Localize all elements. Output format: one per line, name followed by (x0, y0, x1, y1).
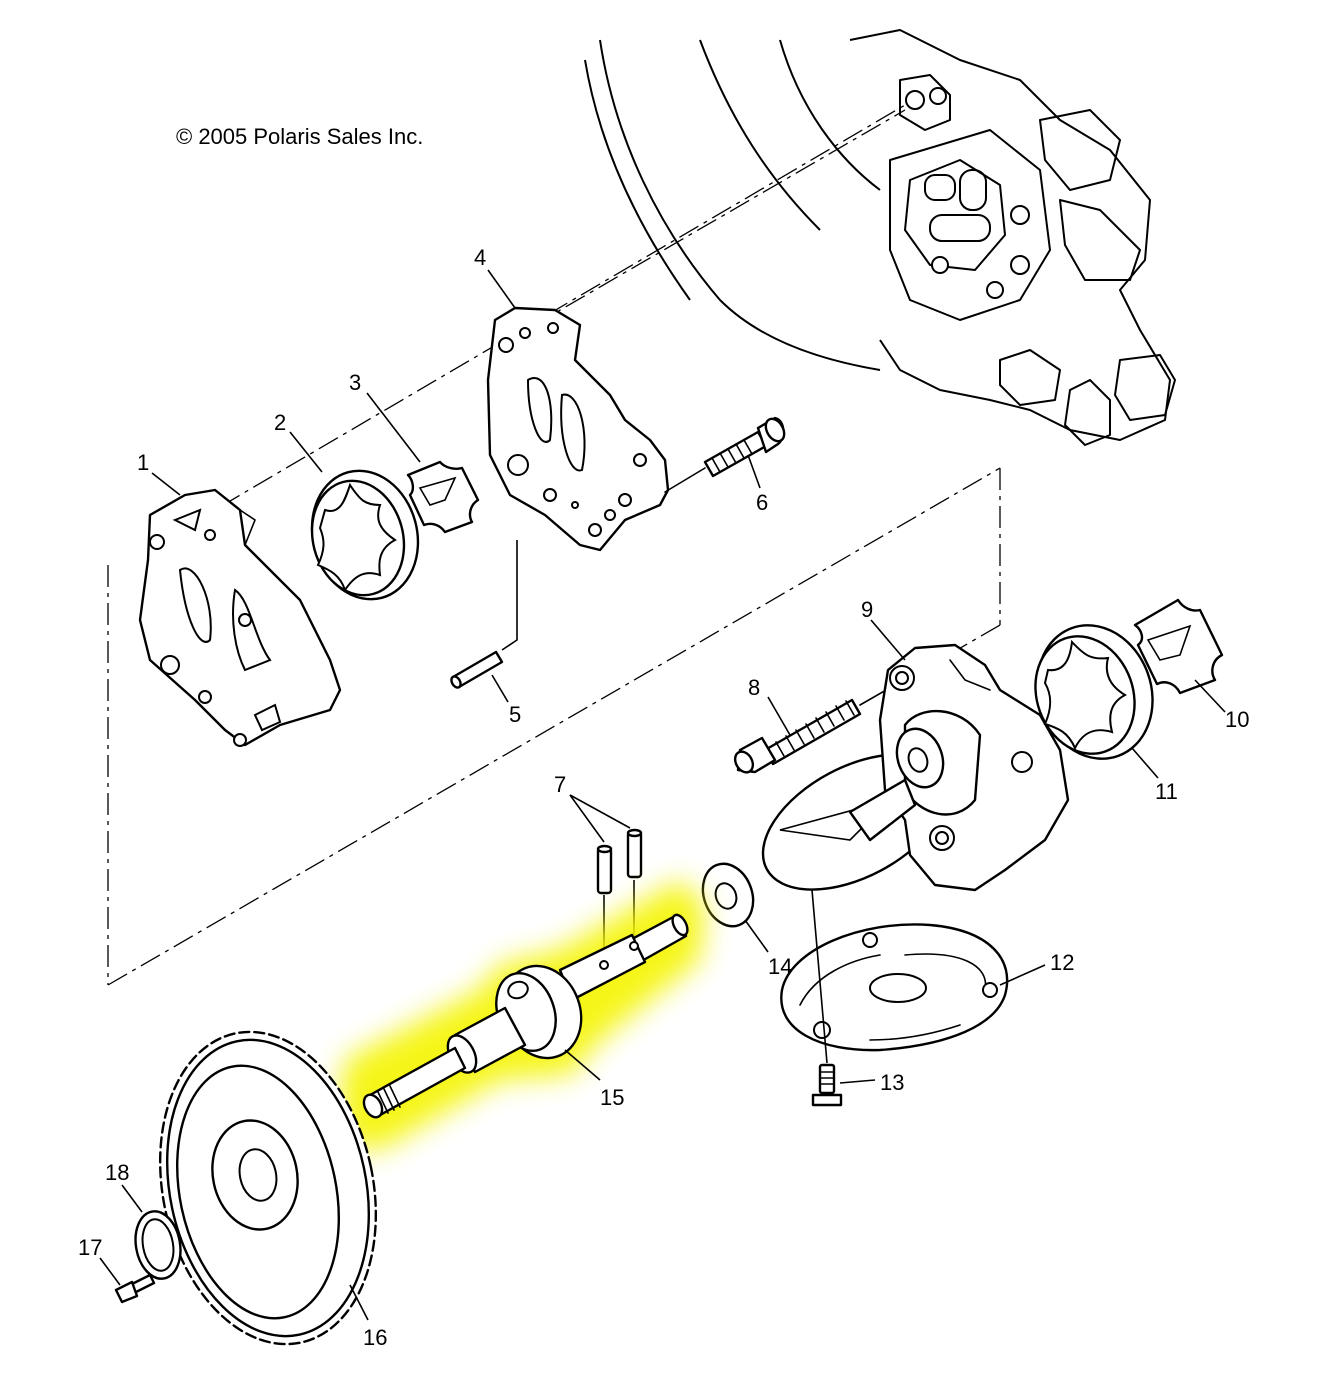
gear-part-16 (158, 1030, 378, 1346)
screw-part-13 (811, 889, 843, 1107)
callout-6: 6 (756, 490, 768, 515)
inner-rotor-part-3 (406, 460, 480, 534)
callout-18: 18 (105, 1160, 129, 1185)
callout-12: 12 (1050, 950, 1074, 975)
callout-2: 2 (274, 410, 286, 435)
callout-9: 9 (861, 597, 873, 622)
callout-11: 11 (1155, 779, 1178, 804)
callout-10: 10 (1225, 707, 1249, 732)
outer-rotor-part-11 (1034, 624, 1154, 760)
callout-labels: 1 2 3 4 5 6 7 8 9 10 11 12 13 14 15 16 1… (78, 245, 1249, 1350)
callout-1: 1 (137, 450, 149, 475)
cover-plate-part-12 (780, 923, 1009, 1052)
washer-part-18 (134, 1210, 182, 1280)
callout-leaders (99, 269, 1226, 1321)
bolt-part-6 (664, 416, 786, 493)
callout-4: 4 (474, 245, 486, 270)
callout-17: 17 (78, 1235, 102, 1260)
shaft-part-15 (340, 880, 705, 1150)
inner-rotor-part-10 (1133, 598, 1224, 695)
callout-7: 7 (554, 772, 566, 797)
pump-housing-part-9 (761, 643, 1070, 892)
callout-16: 16 (363, 1325, 387, 1350)
pump-body-part-1 (138, 488, 342, 747)
callout-15: 15 (600, 1085, 624, 1110)
pins-part-7 (596, 828, 643, 960)
dowel-pin-part-5 (450, 540, 518, 689)
washer-part-14 (701, 862, 755, 928)
pump-plate-part-4 (486, 306, 670, 552)
callout-14: 14 (768, 954, 792, 979)
callout-8: 8 (748, 675, 760, 700)
bolt-part-17 (114, 1273, 156, 1304)
outer-rotor-part-2 (310, 469, 420, 601)
callout-3: 3 (349, 370, 361, 395)
crankcase-outline (584, 29, 1176, 446)
callout-5: 5 (509, 702, 521, 727)
copyright-text: © 2005 Polaris Sales Inc. (176, 124, 423, 149)
long-bolt-part-8 (733, 684, 896, 774)
callout-13: 13 (880, 1070, 904, 1095)
